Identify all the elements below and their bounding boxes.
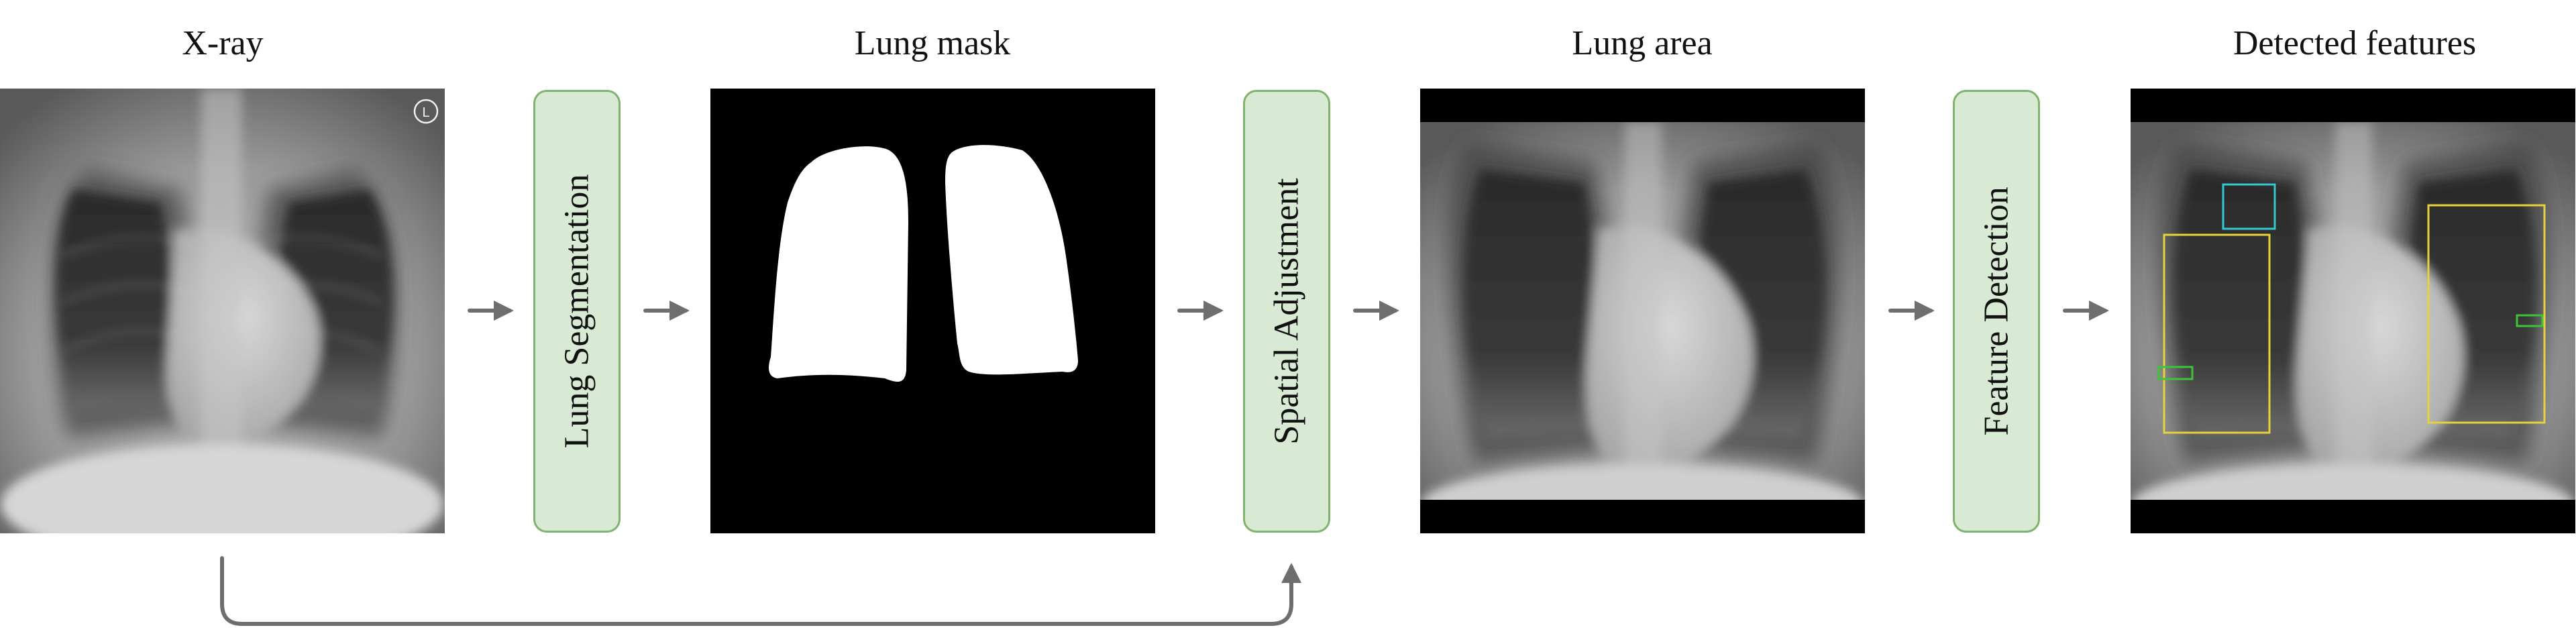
spatial-adjustment-label: Spatial Adjustment — [1267, 178, 1306, 445]
detection-box-green-left — [2157, 366, 2194, 380]
skip-connection-arrow — [220, 556, 1301, 626]
spatial-adjustment-stage: Spatial Adjustment — [1243, 90, 1330, 533]
xray-side-marker: L — [422, 105, 429, 120]
lung-segmentation-label: Lung Segmentation — [557, 174, 596, 449]
feature-detection-stage: Feature Detection — [1953, 90, 2040, 533]
lung-mask-image — [710, 89, 1155, 533]
title-detected-features: Detected features — [2233, 24, 2477, 62]
right-lung-mask — [945, 145, 1078, 375]
detection-box-green-right — [2516, 314, 2544, 327]
lung-segmentation-stage: Lung Segmentation — [533, 90, 621, 533]
feature-detection-label: Feature Detection — [1977, 186, 2016, 436]
title-lung-mask: Lung mask — [854, 24, 1011, 62]
title-xray: X-ray — [182, 24, 264, 62]
detection-box-yellow-left — [2163, 233, 2271, 434]
title-lung-area: Lung area — [1572, 24, 1713, 62]
xray-image: L — [0, 89, 445, 533]
detection-box-cyan — [2222, 183, 2276, 230]
lung-area-image — [1420, 89, 1865, 533]
detection-box-yellow-right — [2427, 204, 2546, 424]
left-lung-mask — [769, 146, 908, 382]
detected-features-image — [2131, 89, 2575, 533]
